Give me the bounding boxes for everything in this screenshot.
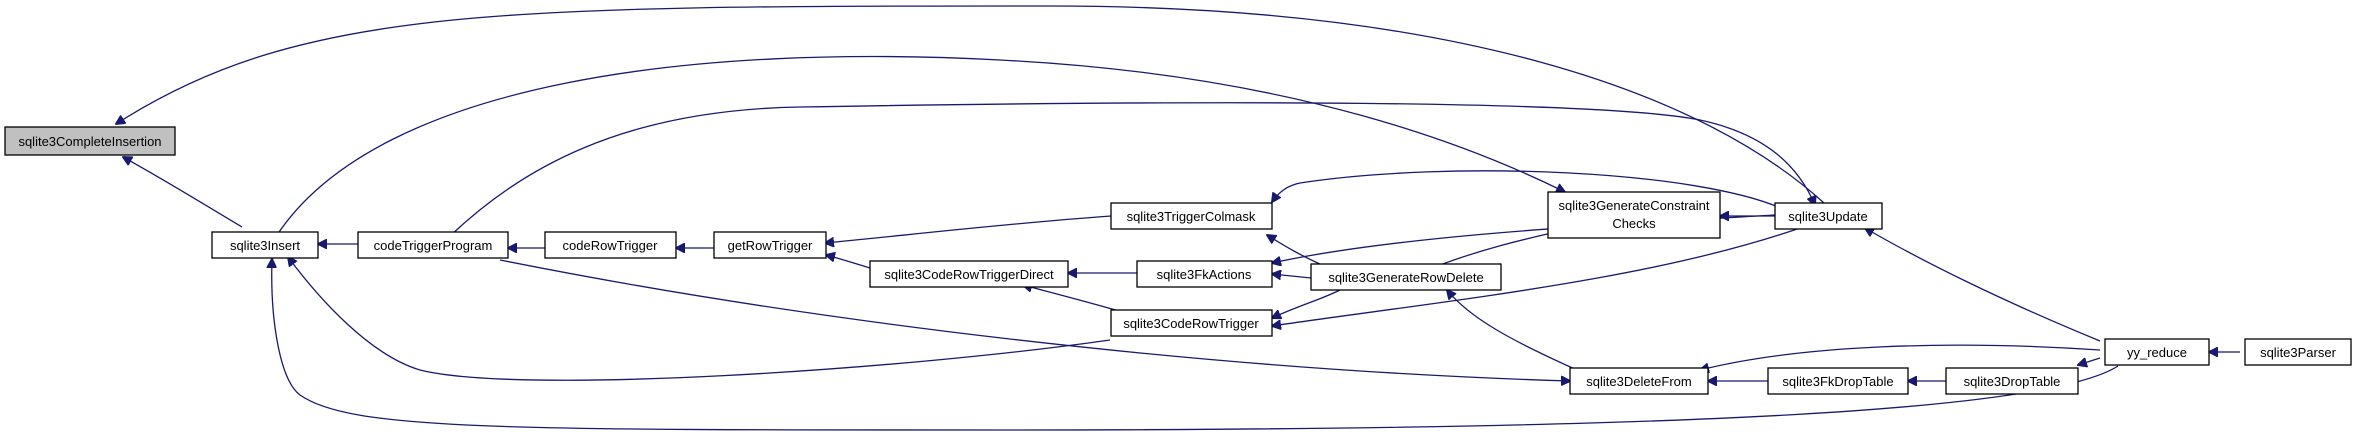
node-sqlite3-generate-row-delete[interactable]: sqlite3GenerateRowDelete [1310,263,1502,291]
edge-delete-from-to-generate-row-delete [1447,290,1578,371]
edge-update-to-trigger-colmask [1272,170,1786,211]
node-sqlite3-trigger-colmask[interactable]: sqlite3TriggerColmask [1110,202,1273,230]
node-sqlite3-generate-constraint-checks[interactable]: sqlite3GenerateConstraint Checks [1547,191,1721,239]
edge-generate-row-delete-to-code-row-trigger [1272,289,1341,318]
node-code-row-trigger[interactable]: codeRowTrigger [544,231,677,259]
node-code-trigger-program[interactable]: codeTriggerProgram [357,231,509,259]
node-sqlite3-code-row-trigger-direct[interactable]: sqlite3CodeRowTriggerDirect [869,260,1069,288]
edge-yy-reduce-to-delete-from [1700,344,2101,370]
node-label: sqlite3Parser [2260,345,2337,360]
node-sqlite3-insert[interactable]: sqlite3Insert [211,231,319,259]
node-label-line2: Checks [1612,216,1656,231]
node-sqlite3-update[interactable]: sqlite3Update [1774,202,1883,230]
node-label-line1: sqlite3GenerateConstraint [1558,198,1709,213]
node-label: codeRowTrigger [563,238,659,253]
edge-yy-reduce-to-insert [272,259,2119,431]
edge-code-row-trigger-direct-to-get-row-trigger [826,255,871,269]
edge-trigger-colmask-to-get-row-trigger [825,215,1112,243]
node-label: sqlite3DropTable [1964,374,2061,389]
node-label: sqlite3DeleteFrom [1586,374,1692,389]
edge-update-to-code-row-trigger [1272,227,1801,326]
node-label: codeTriggerProgram [374,238,493,253]
node-sqlite3-fk-drop-table[interactable]: sqlite3FkDropTable [1767,367,1909,395]
node-label: sqlite3CodeRowTrigger [1123,316,1259,331]
node-label: sqlite3GenerateRowDelete [1328,270,1483,285]
node-label: sqlite3Insert [230,238,300,253]
edge-insert-to-complete-insertion [123,157,243,228]
node-sqlite3-drop-table[interactable]: sqlite3DropTable [1945,367,2079,395]
node-label: sqlite3FkActions [1157,267,1252,282]
edge-code-trigger-program-to-update [449,102,1815,237]
node-get-row-trigger[interactable]: getRowTrigger [713,231,827,259]
node-label: sqlite3CodeRowTriggerDirect [884,267,1054,282]
node-sqlite3-delete-from[interactable]: sqlite3DeleteFrom [1569,367,1709,395]
edge-code-trigger-program-to-delete-from [499,259,1570,381]
edge-update-to-complete-insertion [116,5,1825,204]
edge-code-row-trigger-to-insert [288,257,1111,381]
node-yy-reduce[interactable]: yy_reduce [2104,338,2210,366]
edge-generate-row-delete-to-trigger-colmask [1267,235,1323,266]
node-label: sqlite3TriggerColmask [1127,209,1256,224]
node-label: sqlite3FkDropTable [1782,374,1893,389]
edge-insert-to-generate-constraint-checks [276,55,1565,236]
node-sqlite3-code-row-trigger[interactable]: sqlite3CodeRowTrigger [1110,309,1273,337]
node-label: sqlite3CompleteInsertion [18,134,161,149]
edge-generate-row-delete-to-generate-constraint-checks [1439,230,1565,266]
edge-yy-reduce-to-drop-table [2078,357,2101,365]
node-sqlite3-fk-actions[interactable]: sqlite3FkActions [1136,260,1273,288]
nodes: sqlite3CompleteInsertion sqlite3Insert c… [4,126,2352,395]
edge-yy-reduce-to-update [1865,228,2101,342]
node-sqlite3-parser[interactable]: sqlite3Parser [2244,338,2352,366]
node-label: yy_reduce [2127,345,2187,360]
node-sqlite3-complete-insertion[interactable]: sqlite3CompleteInsertion [4,126,176,156]
node-label: getRowTrigger [728,238,813,253]
node-label: sqlite3Update [1788,209,1868,224]
edge-generate-row-delete-to-fk-actions [1272,274,1312,278]
